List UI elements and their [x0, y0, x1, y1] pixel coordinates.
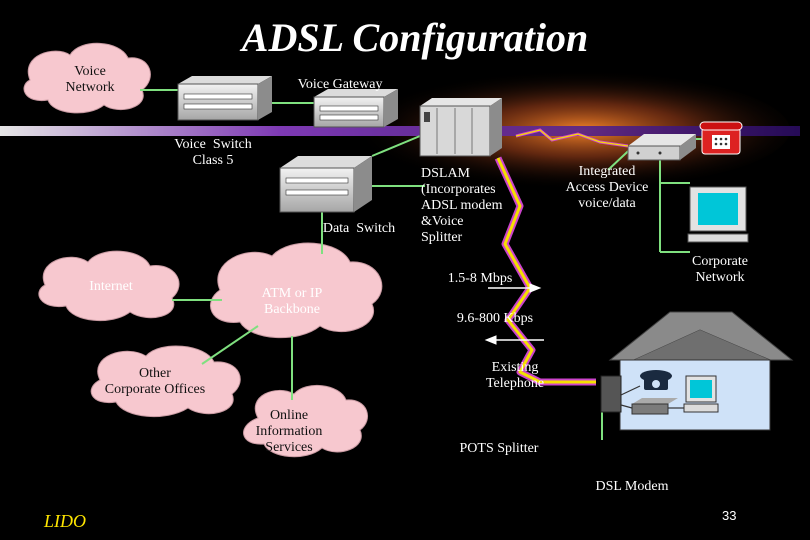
data-switch-label: Data Switch	[322, 221, 396, 236]
voice-network-label: Voice Network	[65, 64, 115, 95]
pots-splitter-label: POTS Splitter	[459, 441, 539, 456]
lightning-icon	[494, 128, 629, 386]
page-number: 33	[722, 508, 737, 523]
dslam-icon	[419, 98, 502, 157]
integrated-access-device-label: Integrated Access Device voice/data	[565, 164, 649, 211]
integrated-access-device-icon	[627, 134, 696, 161]
upstream-arrow	[484, 335, 544, 345]
online-services-cloud	[243, 384, 369, 458]
corporate-network-label: Corporate Network	[692, 254, 748, 285]
internet-label: Internet	[89, 279, 133, 294]
voice-gateway-icon	[177, 76, 272, 121]
telephone-icon	[699, 121, 743, 155]
voice-gateway-label: Voice Gateway	[297, 77, 383, 92]
home-wiring	[620, 385, 684, 409]
dsl-modem-label: DSL Modem	[595, 479, 669, 494]
upstream-rate-label: 9.6-800 Kbps	[456, 311, 534, 326]
voice-gateway-icon-2	[313, 89, 398, 128]
dsl-modem-icon	[631, 398, 678, 415]
existing-telephone-label: Existing Telephone	[485, 360, 545, 391]
home-computer-icon	[683, 375, 719, 413]
atm-backbone-label: ATM or IP Backbone	[261, 286, 323, 317]
downstream-rate-label: 1.5-8 Mbps	[447, 271, 513, 286]
online-services-label: Online Information Services	[255, 408, 323, 455]
voice-switch-label: Voice Switch Class 5	[174, 137, 252, 168]
footer-logo-text: LIDO	[44, 511, 87, 531]
corporate-computer-icon	[687, 186, 749, 243]
data-switch-icon	[279, 156, 372, 213]
other-offices-label: Other Corporate Offices	[104, 366, 206, 397]
page-title: ADSL Configuration	[241, 15, 589, 60]
downstream-arrow	[488, 283, 542, 293]
home-telephone-icon	[640, 370, 672, 390]
internet-cloud	[38, 250, 180, 322]
dslam-label: DSLAM (Incorporates ADSL modem &Voice Sp…	[421, 166, 503, 245]
atm-backbone-cloud	[210, 242, 383, 339]
